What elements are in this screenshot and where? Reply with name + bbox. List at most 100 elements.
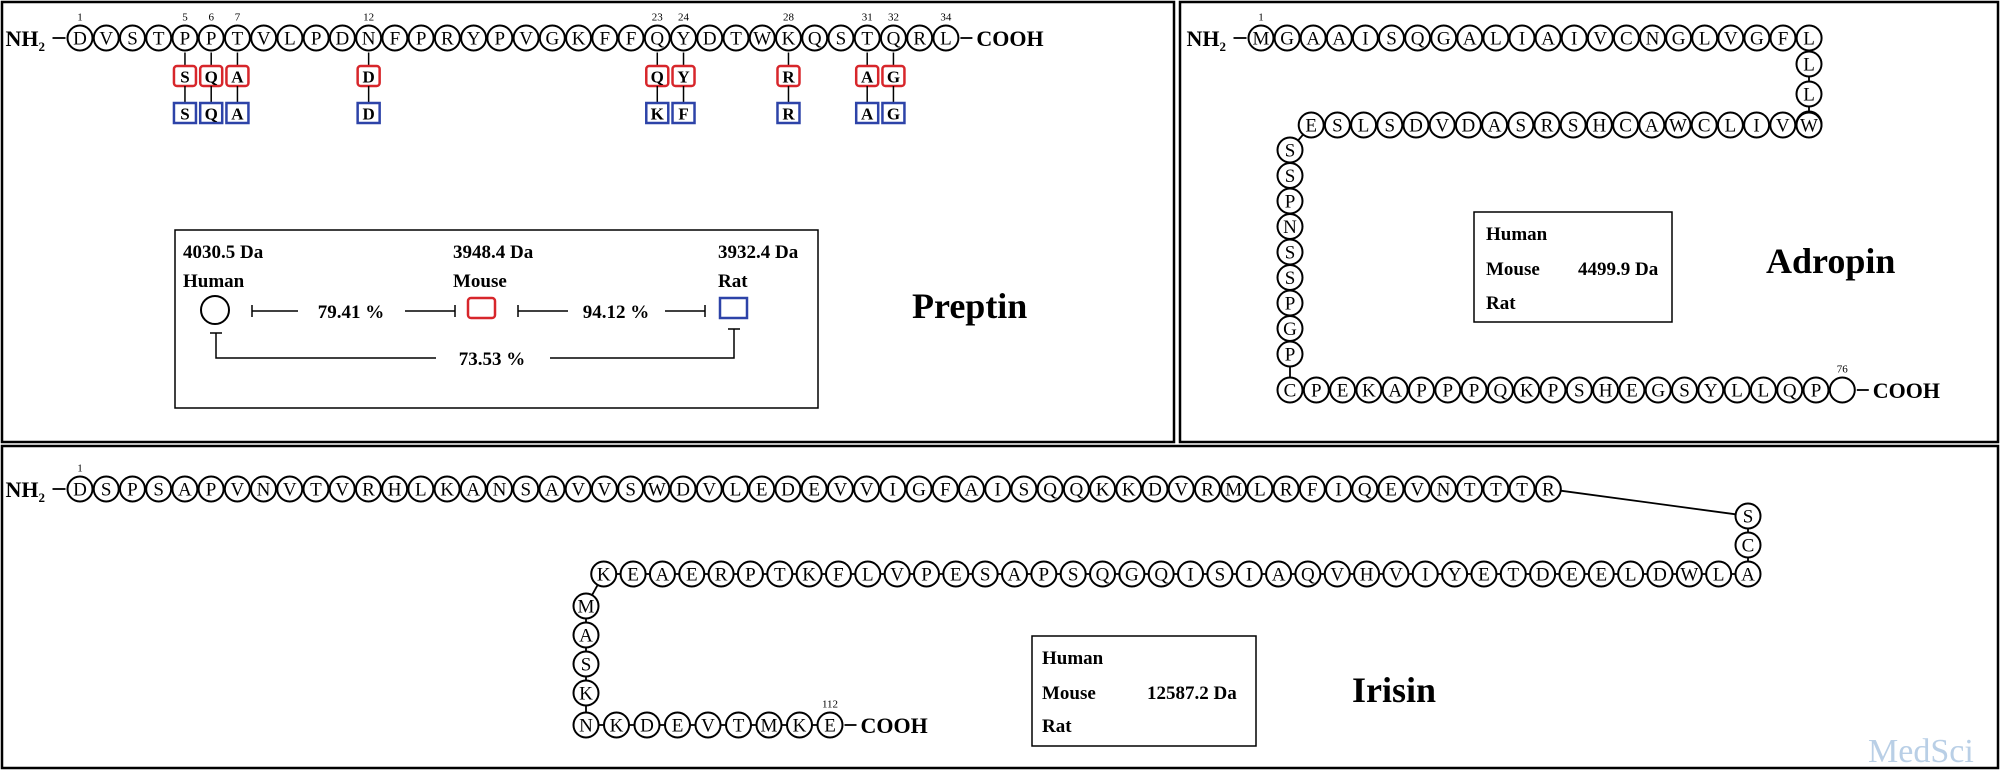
adropin-residue: G — [1665, 24, 1693, 52]
adropin-residue: G — [1644, 376, 1672, 404]
svg-text:K: K — [610, 716, 624, 737]
irisin-residue: Q — [1294, 560, 1322, 588]
svg-text:P: P — [495, 29, 506, 50]
svg-text:P: P — [1285, 294, 1296, 315]
irisin-residue: E — [748, 475, 776, 503]
rat-residue-box — [645, 101, 670, 125]
svg-text:T: T — [733, 716, 745, 737]
svg-text:Q: Q — [650, 29, 664, 50]
adropin-residue: V — [1769, 111, 1797, 139]
mouse-residue: S — [180, 68, 189, 87]
svg-text:L: L — [1725, 116, 1737, 137]
svg-text:W: W — [648, 480, 666, 501]
preptin-residue: D — [328, 24, 356, 52]
preptin-residue: V — [250, 24, 278, 52]
preptin-title: Preptin — [912, 286, 1027, 326]
svg-text:S: S — [980, 565, 991, 586]
irisin-residue: Q — [1062, 475, 1090, 503]
adropin-position-number: 76 — [1837, 364, 1849, 376]
preptin-position-number: 31 — [862, 12, 873, 24]
rat-residue: S — [180, 105, 189, 124]
svg-text:L: L — [415, 480, 427, 501]
adropin-residue: Q — [1486, 376, 1514, 404]
preptin-position-number: 5 — [182, 12, 188, 24]
adropin-residue: S — [1378, 24, 1405, 52]
svg-text:L: L — [1803, 55, 1815, 76]
preptin-residue: T — [145, 24, 173, 52]
irisin-residue: E — [1587, 560, 1615, 588]
irisin-residue: A — [171, 475, 199, 503]
preptin-residue: W — [748, 24, 776, 52]
svg-text:A: A — [1306, 29, 1320, 50]
mouse-residue: Y — [677, 68, 689, 87]
adropin-residue: R — [1533, 111, 1561, 139]
adropin-panel-frame — [1178, 0, 2000, 444]
irisin-residue: M — [755, 711, 783, 739]
adropin-residue: C — [1276, 376, 1304, 404]
svg-text:V: V — [335, 480, 349, 501]
rat-residue: R — [782, 105, 795, 124]
preptin-residue: P — [302, 24, 330, 52]
human-rat-identity: 73.53 % — [459, 349, 526, 370]
svg-text:A: A — [965, 480, 979, 501]
adropin-residue: Q — [1776, 376, 1804, 404]
svg-text:N: N — [362, 29, 376, 50]
svg-text:D: D — [73, 480, 87, 501]
preptin-residue: P — [197, 24, 225, 52]
svg-text:E: E — [824, 716, 836, 737]
svg-text:W: W — [753, 29, 771, 50]
rat-residue: A — [861, 105, 874, 124]
irisin-position-number: 112 — [822, 699, 838, 711]
svg-text:A: A — [466, 480, 480, 501]
adropin-residue: G — [1276, 315, 1304, 342]
irisin-residue: F — [1298, 475, 1326, 503]
rat-residue: K — [651, 105, 665, 124]
rat-residue-box — [356, 101, 381, 125]
adropin-residue: V — [1586, 24, 1614, 52]
irisin-residue: V — [590, 475, 618, 503]
preptin-position-number: 1 — [77, 12, 83, 24]
irisin-residue: F — [931, 475, 959, 503]
svg-text:L: L — [1731, 381, 1743, 402]
svg-text:D: D — [1536, 565, 1550, 586]
svg-text:E: E — [672, 716, 684, 737]
preptin-substitution: RR — [776, 52, 801, 125]
rat-box-symbol — [718, 296, 749, 320]
svg-text:S: S — [1574, 381, 1585, 402]
irisin-residue: I — [1325, 475, 1353, 503]
preptin-residue: F — [381, 24, 409, 52]
svg-text:V: V — [257, 29, 271, 50]
preptin-residue: K — [565, 24, 593, 52]
irisin-residue: V — [883, 560, 911, 588]
svg-text:D: D — [640, 716, 654, 737]
svg-text:S: S — [1385, 116, 1396, 137]
irisin-residue: R — [354, 475, 382, 503]
svg-text:V: V — [1174, 480, 1188, 501]
svg-text:L: L — [1803, 29, 1815, 50]
mouse-label: Mouse — [453, 271, 507, 292]
preptin-position-number: 12 — [363, 12, 374, 24]
irisin-residue: R — [1272, 475, 1300, 503]
svg-text:L: L — [730, 480, 742, 501]
mouse-rat-bracket — [517, 305, 706, 317]
svg-text:E: E — [1566, 565, 1578, 586]
adropin-residue: E — [1618, 376, 1646, 404]
svg-text:S: S — [836, 29, 847, 50]
irisin-residue: E — [800, 475, 828, 503]
svg-text:S: S — [1285, 268, 1296, 289]
preptin-residue: N — [355, 24, 383, 52]
adropin-residue: L — [1716, 111, 1744, 139]
irisin-residue: V — [564, 475, 592, 503]
irisin-residue: S — [145, 475, 173, 503]
svg-text:E: E — [1305, 116, 1317, 137]
svg-text:H: H — [1360, 565, 1374, 586]
irisin-residue: S — [572, 650, 600, 678]
adropin-residue: P — [1802, 376, 1830, 404]
svg-text:A: A — [1272, 565, 1286, 586]
rat-label: Rat — [718, 271, 748, 292]
svg-text:I: I — [890, 480, 896, 501]
svg-text:K: K — [1362, 381, 1376, 402]
svg-text:I: I — [1519, 29, 1525, 50]
svg-text:D: D — [1148, 480, 1162, 501]
svg-text:Q: Q — [1494, 381, 1508, 402]
